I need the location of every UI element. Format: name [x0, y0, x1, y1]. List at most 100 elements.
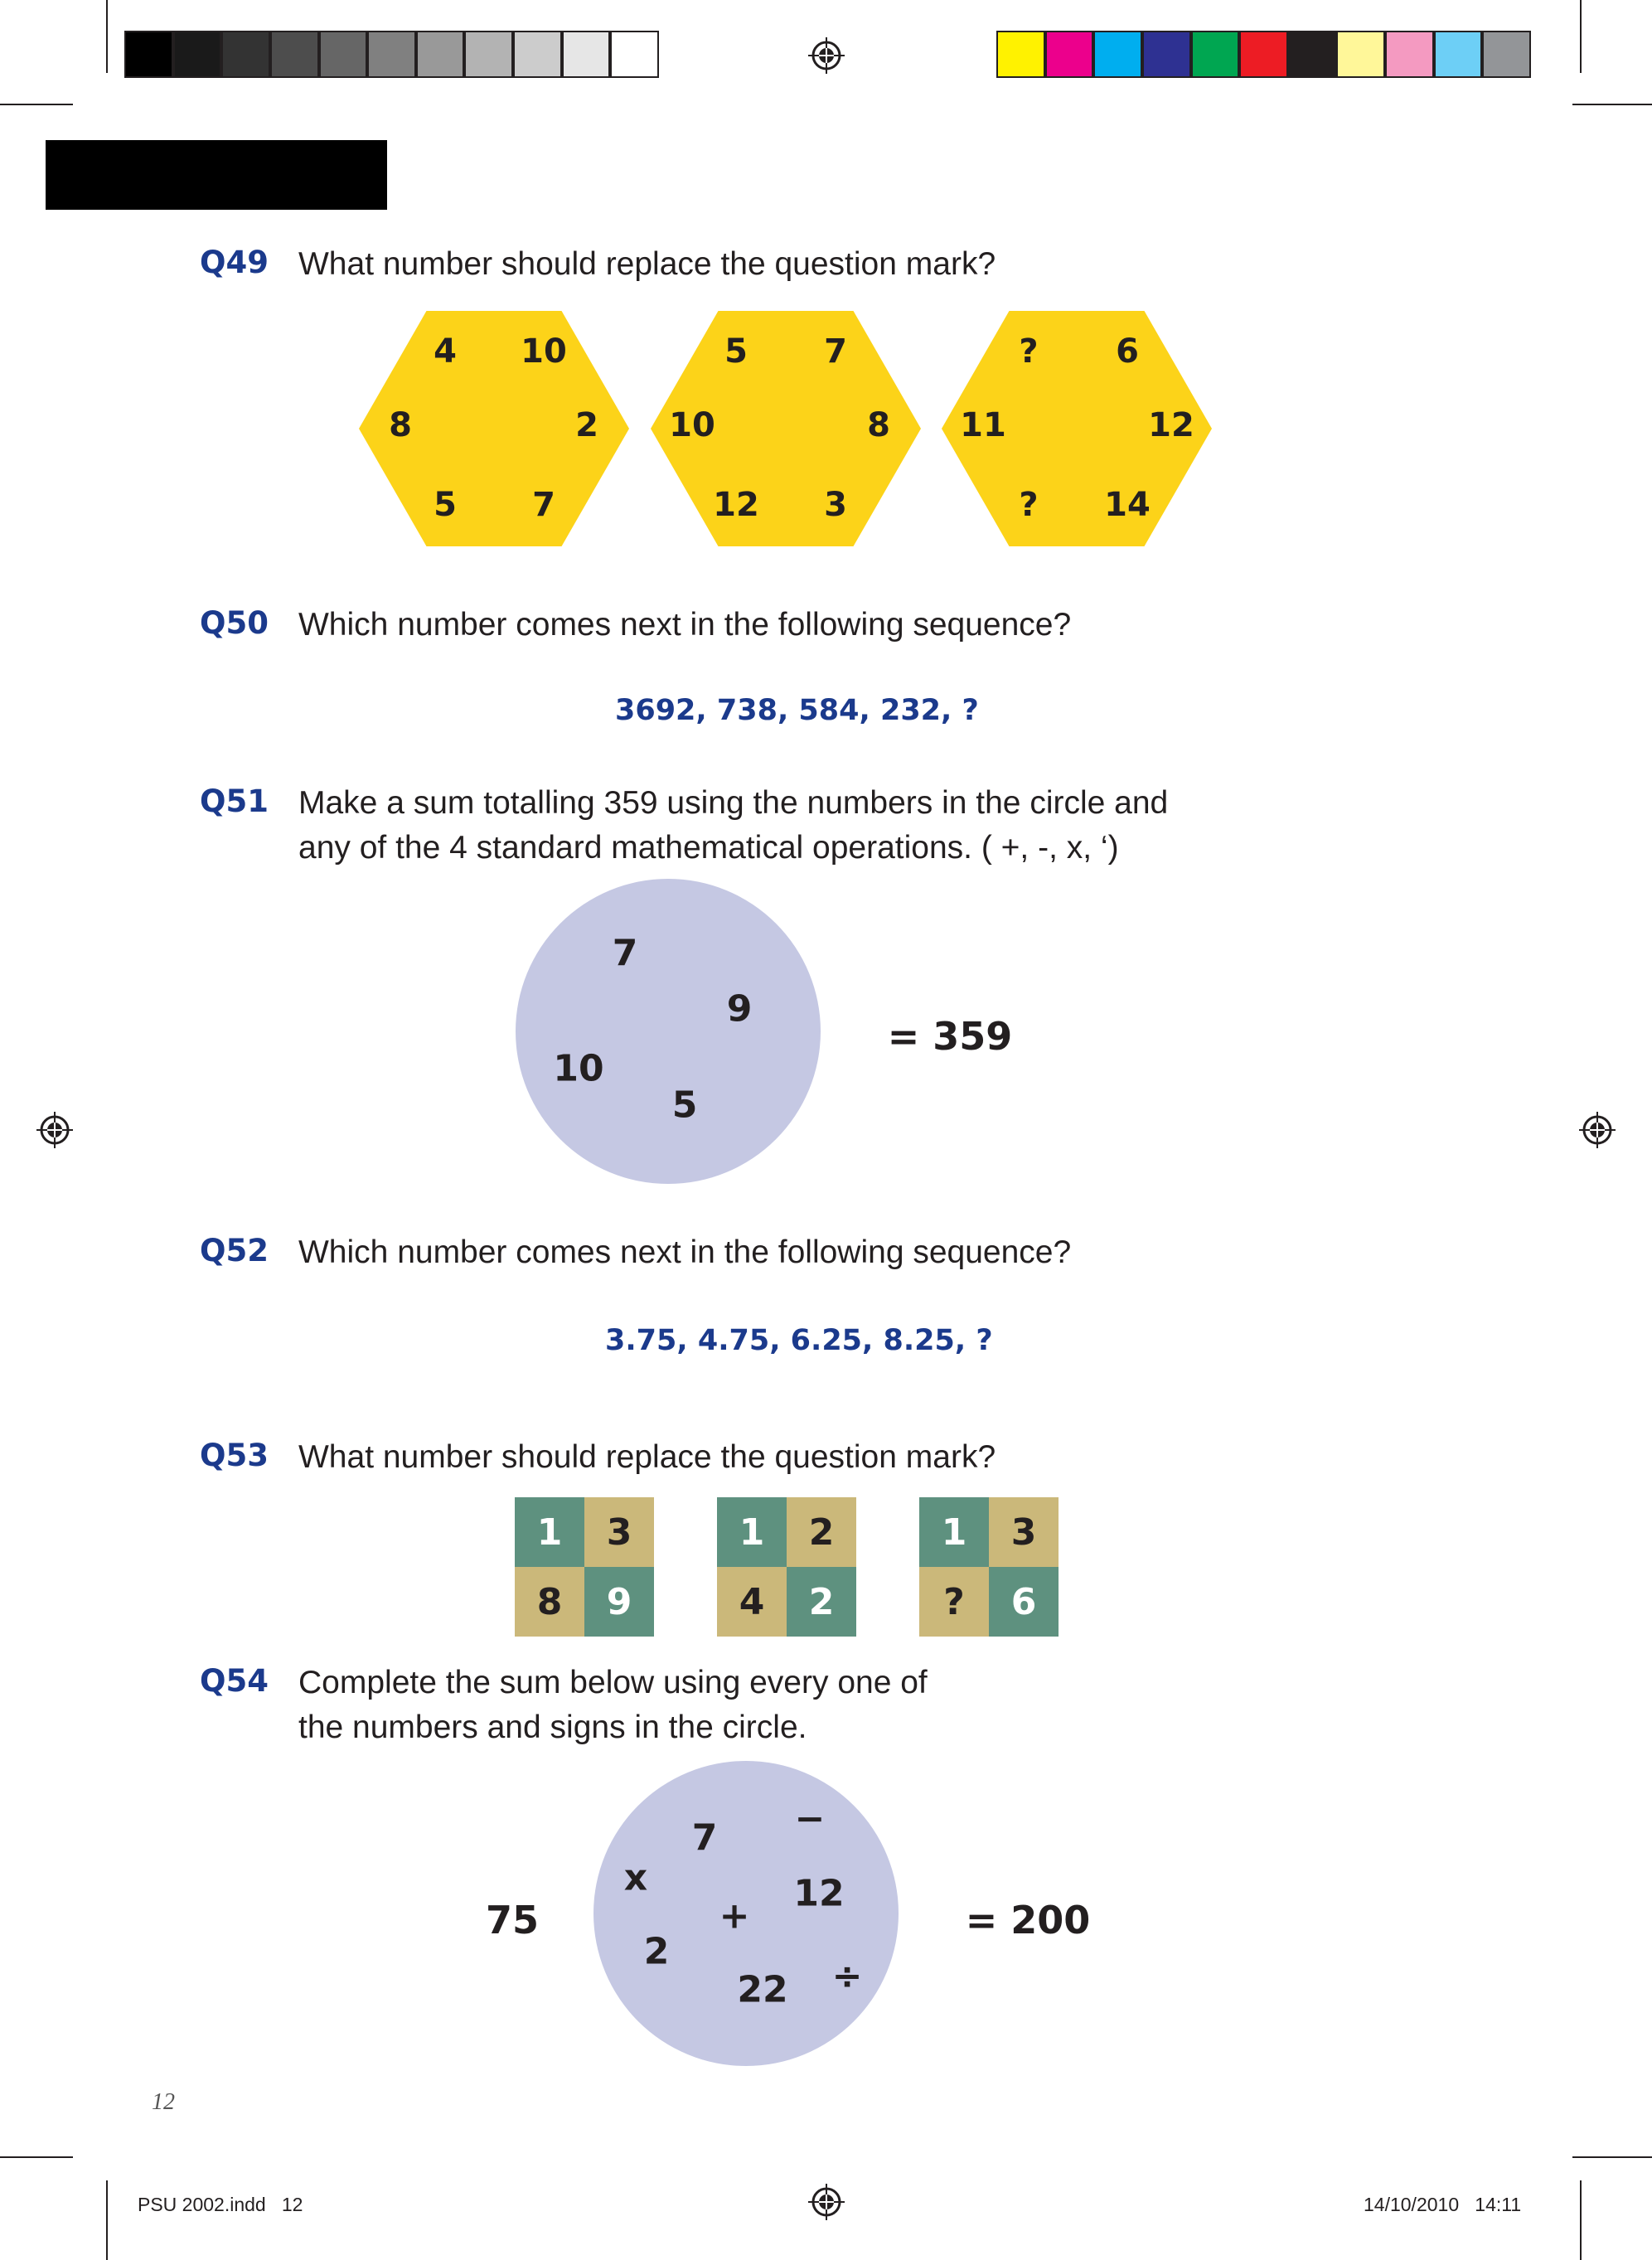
color-swatch [1093, 31, 1142, 78]
crop-mark [0, 2156, 73, 2158]
color-swatch [996, 31, 1045, 78]
hexagon-number: 2 [575, 406, 598, 444]
circle-number: 2 [643, 1930, 670, 1973]
hexagon-number: 8 [389, 406, 412, 444]
hexagon-number: 7 [824, 332, 847, 371]
number-sequence: 3692, 738, 584, 232, ? [615, 694, 979, 727]
redacted-header-block [46, 140, 387, 210]
question-label: Q52 [200, 1233, 269, 1268]
grid-cell: 1 [717, 1497, 787, 1567]
number-sequence: 3.75, 4.75, 6.25, 8.25, ? [605, 1324, 993, 1357]
circle-number: 5 [671, 1084, 698, 1127]
registration-mark-icon [808, 37, 845, 74]
grid-cell: 6 [989, 1567, 1059, 1637]
grid-cell: 8 [515, 1567, 584, 1637]
crop-mark [106, 2180, 108, 2260]
hexagon-number: ? [1019, 332, 1039, 371]
color-swatch [1336, 31, 1386, 78]
hexagon-number: 11 [960, 406, 1006, 444]
question-label: Q54 [200, 1663, 269, 1699]
hexagon-number: 7 [532, 486, 555, 524]
question-text: any of the 4 standard mathematical opera… [298, 830, 1119, 866]
registration-mark-icon [808, 2184, 845, 2220]
question-text: the numbers and signs in the circle. [298, 1710, 807, 1745]
registration-mark-icon [1579, 1112, 1616, 1148]
number-circle [516, 879, 821, 1184]
question-text: Which number comes next in the following… [298, 607, 1072, 643]
color-swatch [1239, 31, 1288, 78]
process-color-bar [996, 31, 1531, 78]
question-label: Q50 [200, 605, 269, 641]
circle-number: 22 [737, 1968, 788, 2011]
color-swatch [1287, 31, 1337, 78]
hexagon-number: 6 [1116, 332, 1139, 371]
grid-cell: ? [919, 1567, 989, 1637]
sum-start-number: 75 [485, 1898, 540, 1942]
color-swatch [610, 31, 659, 78]
minus-sign: − [794, 1797, 826, 1840]
question-text: Which number comes next in the following… [298, 1234, 1072, 1270]
question-text: Make a sum totalling 359 using the numbe… [298, 785, 1169, 821]
grayscale-color-bar [124, 31, 659, 78]
hexagon-number: 4 [434, 332, 457, 371]
crop-mark [1572, 104, 1652, 105]
color-swatch [1482, 31, 1531, 78]
color-swatch [1433, 31, 1483, 78]
hexagon-number: ? [1019, 486, 1039, 524]
color-swatch [221, 31, 270, 78]
crop-mark [106, 0, 108, 73]
crop-mark [1580, 0, 1582, 73]
sum-result: = 359 [887, 1014, 1013, 1059]
color-swatch [415, 31, 465, 78]
divide-sign: ÷ [831, 1955, 863, 1998]
grid-cell: 2 [787, 1497, 856, 1567]
grid-cell: 3 [989, 1497, 1059, 1567]
question-label: Q51 [200, 783, 269, 819]
question-text: Complete the sum below using every one o… [298, 1665, 928, 1700]
color-swatch [1385, 31, 1434, 78]
page-number: 12 [152, 2089, 175, 2115]
crop-mark [1580, 2180, 1582, 2260]
crop-mark [0, 104, 73, 105]
hexagon-number: 5 [724, 332, 748, 371]
circle-number: 7 [612, 932, 638, 975]
hexagon-number: 3 [824, 486, 847, 524]
footer-file-name: PSU 2002.indd 12 [138, 2194, 303, 2215]
grid-cell: 1 [919, 1497, 989, 1567]
grid-cell: 2 [787, 1567, 856, 1637]
grid-cell: 3 [584, 1497, 654, 1567]
color-swatch [318, 31, 368, 78]
sum-result: = 200 [965, 1898, 1091, 1942]
hexagon [942, 311, 1212, 546]
circle-number: 7 [691, 1816, 718, 1860]
question-label: Q49 [200, 245, 269, 280]
question-text: What number should replace the question … [298, 1439, 996, 1475]
hexagon-number: 5 [434, 486, 457, 524]
plus-sign: + [719, 1894, 750, 1937]
color-swatch [1190, 31, 1240, 78]
color-swatch [367, 31, 416, 78]
color-swatch [513, 31, 562, 78]
color-swatch [1141, 31, 1191, 78]
question-text: What number should replace the question … [298, 246, 996, 282]
hexagon-number: 10 [521, 332, 567, 371]
grid-cell: 9 [584, 1567, 654, 1637]
crop-mark [1572, 2156, 1652, 2158]
color-swatch [464, 31, 514, 78]
color-swatch [124, 31, 173, 78]
number-circle [593, 1761, 899, 2066]
hexagon-number: 8 [867, 406, 890, 444]
grid-cell: 1 [515, 1497, 584, 1567]
color-swatch [269, 31, 319, 78]
hexagon-number: 14 [1104, 486, 1151, 524]
color-swatch [561, 31, 611, 78]
color-swatch [172, 31, 222, 78]
multiply-sign: x [623, 1856, 648, 1899]
footer-timestamp: 14/10/2010 14:11 [1364, 2194, 1522, 2215]
registration-mark-icon [36, 1112, 73, 1148]
grid-cell: 4 [717, 1567, 787, 1637]
circle-number: 12 [793, 1872, 845, 1915]
circle-number: 10 [553, 1047, 604, 1090]
circle-number: 9 [726, 987, 753, 1031]
hexagon-number: 12 [713, 486, 759, 524]
